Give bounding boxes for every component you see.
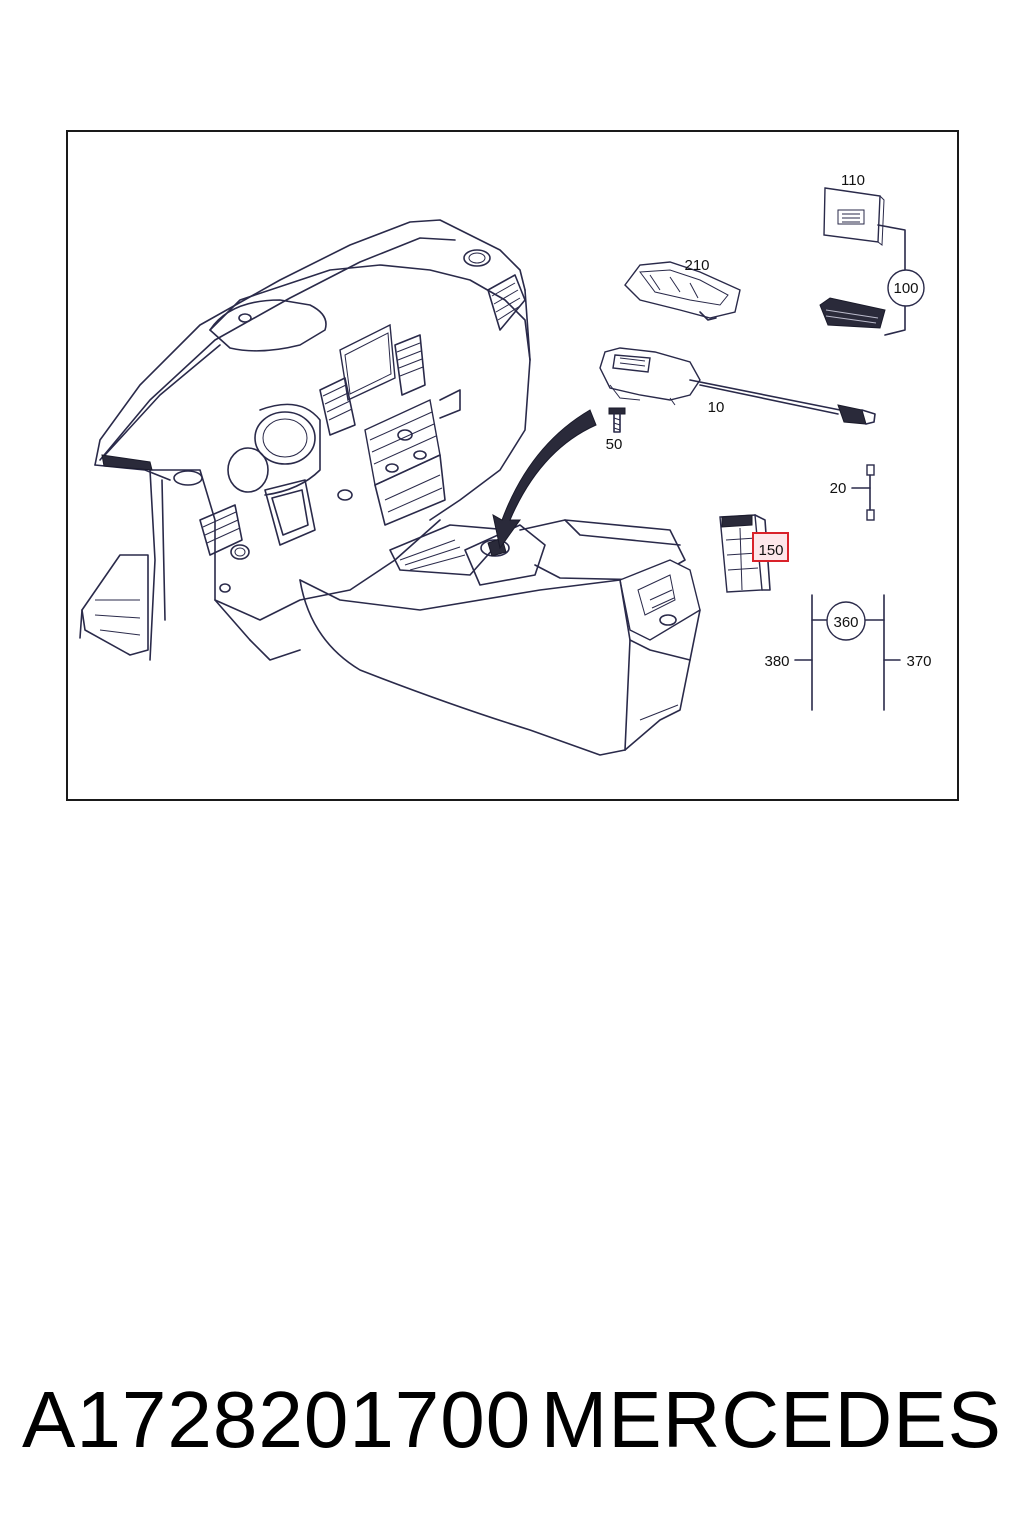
part-50-drawing	[608, 407, 626, 433]
callout-100-circle	[887, 269, 925, 307]
callout-360: 360	[833, 614, 858, 631]
part-150-drawing	[719, 514, 771, 593]
callout-100: 100	[893, 280, 918, 297]
diagram-frame	[66, 130, 959, 801]
brand-name: MERCEDES	[540, 1375, 1002, 1464]
callout-370: 370	[906, 653, 931, 670]
part-110-drawing	[823, 187, 885, 246]
callout-210: 210	[684, 257, 709, 274]
center-console-drawing	[299, 409, 701, 756]
caption: A1728201700 MERCEDES	[0, 1370, 1024, 1470]
part-100-drawing	[819, 224, 906, 336]
callout-110: 110	[841, 172, 865, 189]
part-210-drawing	[624, 261, 741, 321]
callout-labels: 110 210 100 10 50 20 150 360 380 370	[606, 172, 932, 670]
part-number: A1728201700	[22, 1375, 532, 1464]
callout-10: 10	[708, 399, 725, 416]
part-360-370-380-lines	[794, 594, 901, 711]
callout-50: 50	[606, 436, 623, 453]
part-10-drawing	[599, 347, 876, 425]
callout-380: 380	[764, 653, 789, 670]
part-20-drawing	[851, 464, 875, 521]
dashboard-drawing	[79, 219, 531, 661]
callout-360-circle	[826, 601, 866, 641]
callout-150: 150	[758, 542, 783, 559]
callout-150-highlight	[752, 532, 789, 562]
callout-20: 20	[830, 480, 847, 497]
